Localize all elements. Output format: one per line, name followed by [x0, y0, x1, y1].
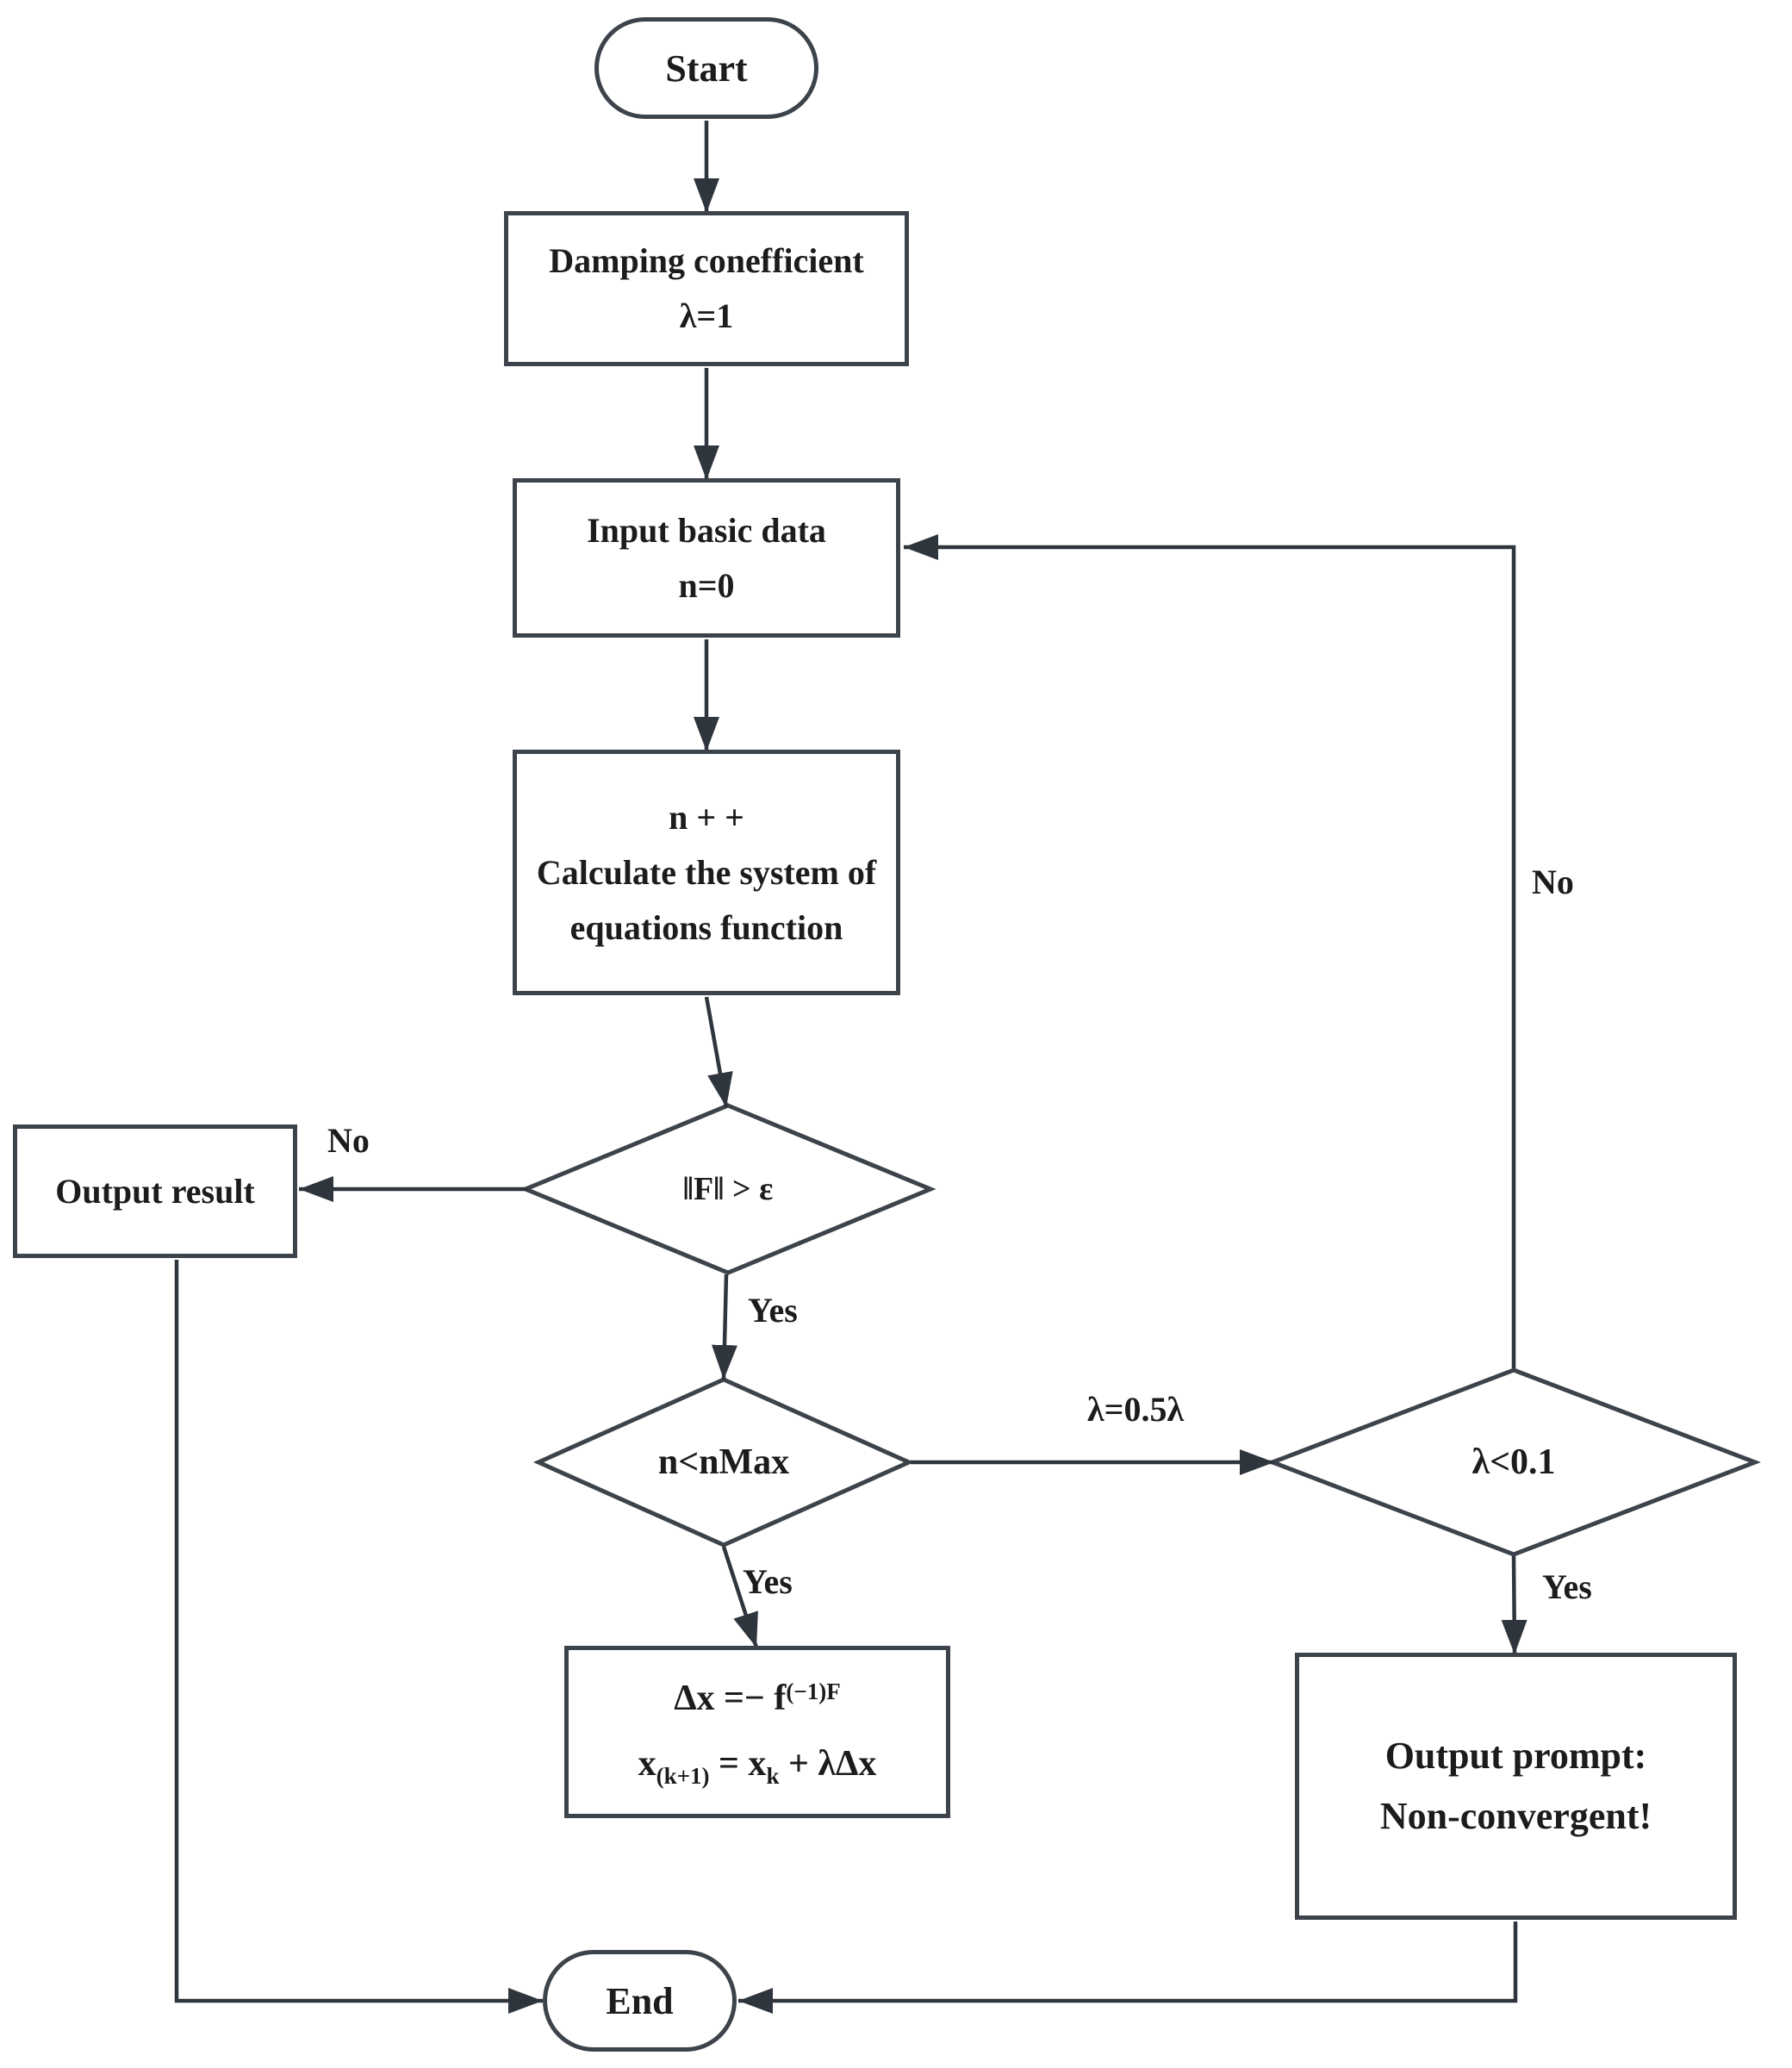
update-line1-sup: (−1)F	[786, 1679, 841, 1705]
update-line1: Δx =− f(−1)F	[674, 1666, 841, 1732]
update-line2-sub1: (k+1)	[656, 1763, 710, 1789]
edge-iter-yes-to-update	[721, 1546, 759, 1648]
edge-lambda-no-loop-to-input	[904, 534, 1516, 1368]
prompt-node: Output prompt: Non-convergent!	[1295, 1653, 1737, 1920]
prompt-line2: Non-convergent!	[1379, 1795, 1652, 1837]
edge-label-no-loop: No	[1532, 863, 1574, 901]
update-line2-mid: = x	[709, 1744, 767, 1784]
iter-check-diamond	[532, 1377, 915, 1548]
edge-lambda-yes-to-prompt	[1501, 1555, 1528, 1655]
norm-check-diamond	[520, 1103, 936, 1275]
edge-label-yes-iter: Yes	[743, 1562, 793, 1601]
start-node: Start	[594, 17, 818, 119]
update-node: Δx =− f(−1)F x(k+1) = xk + λΔx	[564, 1646, 950, 1818]
start-label: Start	[665, 47, 748, 90]
lambda-check-label: λ<0.1	[1472, 1442, 1556, 1482]
damping-line1: Damping conefficient	[549, 241, 864, 280]
edge-norm-yes	[711, 1274, 737, 1380]
edge-label-yes-lambda: Yes	[1542, 1567, 1592, 1606]
edge-label-no-result: No	[327, 1121, 370, 1160]
update-line2-x: x	[638, 1744, 656, 1784]
edge-output-to-end	[174, 1260, 543, 2014]
calc-line2: Calculate the system of	[536, 852, 877, 892]
edge-calc-to-norm-check	[704, 996, 733, 1108]
input-line1: Input basic data	[587, 510, 826, 550]
edge-label-yes-norm: Yes	[748, 1291, 798, 1330]
iter-check-label: n<nMax	[657, 1442, 790, 1482]
calc-line1: n + +	[669, 797, 744, 837]
output-result-label: Output result	[55, 1171, 255, 1211]
calc-line3: equations function	[569, 907, 843, 947]
end-label: End	[606, 1979, 674, 2022]
update-line1-base: Δx =− f	[674, 1679, 787, 1719]
calc-node: n + + Calculate the system of equations …	[513, 750, 900, 995]
norm-check-label: ‖F‖ > ε	[682, 1171, 774, 1207]
edge-prompt-to-end	[738, 1922, 1518, 2014]
input-line2: n=0	[678, 565, 735, 605]
end-node: End	[543, 1950, 737, 2052]
update-line2-sub2: k	[766, 1763, 780, 1789]
prompt-line1: Output prompt:	[1384, 1734, 1647, 1777]
edge-label-lambda-update: λ=0.5λ	[1087, 1390, 1185, 1429]
damping-line2: λ=1	[679, 296, 734, 335]
update-line2: x(k+1) = xk + λΔx	[638, 1732, 877, 1797]
update-line2-tail: + λΔx	[779, 1744, 877, 1784]
input-data-node: Input basic data n=0	[513, 478, 900, 638]
damping-node: Damping conefficient λ=1	[504, 211, 909, 366]
lambda-check-diamond	[1266, 1367, 1762, 1557]
output-result-node: Output result	[13, 1124, 297, 1258]
